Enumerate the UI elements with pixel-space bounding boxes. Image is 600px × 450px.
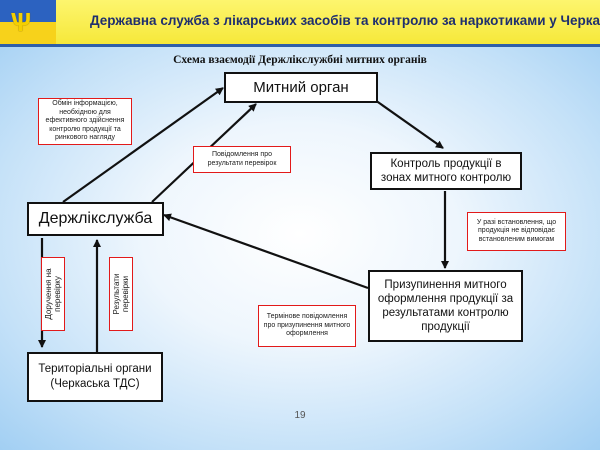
arrow-suspension-to-state [163, 213, 369, 290]
label-check-order-text: Доручення на перевірку [44, 268, 62, 320]
header-title: Державна служба з лікарських засобів та … [90, 13, 600, 28]
node-suspension: Призупинення митного оформлення продукці… [368, 270, 523, 342]
node-control-label: Контроль продукції в зонах митного контр… [380, 158, 512, 184]
header-bar: Ѱ Державна служба з лікарських засобів т… [0, 0, 600, 47]
label-check-order: Доручення на перевірку [41, 257, 65, 331]
node-suspension-label: Призупинення митного оформлення продукці… [377, 279, 514, 333]
node-control: Контроль продукції в зонах митного контр… [370, 152, 522, 190]
label-results: Результати перевірки [109, 257, 133, 331]
note-info-exchange-text: Обмін інформацією, необхідною для ефекти… [45, 100, 125, 142]
page-number: 19 [294, 410, 306, 421]
node-customs-label: Митний орган [253, 79, 349, 96]
node-territorial-label: Територіальні органи (Черкаська ТДС) [38, 363, 152, 390]
note-info-exchange: Обмін інформацією, необхідною для ефекти… [38, 98, 132, 145]
node-territorial: Територіальні органи (Черкаська ТДС) [27, 352, 163, 402]
note-non-compliance-text: У разі встановлення, що продукція не від… [476, 218, 557, 243]
note-non-compliance: У разі встановлення, що продукція не від… [467, 212, 566, 251]
node-state-service: Держлікслужба [27, 202, 164, 236]
label-results-text: Результати перевірки [112, 273, 130, 315]
note-urgent-notice: Термінове повідомлення про призупинення … [258, 305, 356, 347]
arrow-state-to-customs [62, 87, 224, 203]
node-customs: Митний орган [224, 72, 378, 103]
scheme-title: Схема взаємодії Держлікслужбиі митних ор… [173, 54, 427, 66]
note-check-results: Повідомлення про результати перевірок [193, 146, 291, 173]
note-check-results-text: Повідомлення про результати перевірок [207, 151, 277, 167]
trident-emblem-icon: Ѱ [10, 7, 32, 37]
ukraine-flag: Ѱ [0, 0, 56, 44]
node-state-service-label: Держлікслужба [38, 210, 153, 227]
note-urgent-notice-text: Термінове повідомлення про призупинення … [263, 313, 351, 338]
